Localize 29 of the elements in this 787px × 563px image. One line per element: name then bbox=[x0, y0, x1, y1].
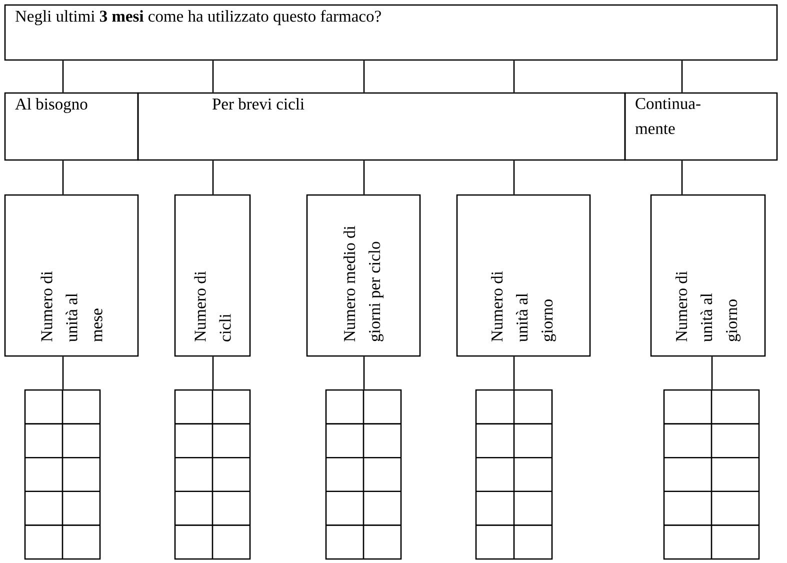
answer-grid bbox=[174, 389, 251, 560]
connector-line bbox=[212, 356, 214, 390]
answer-grid bbox=[325, 389, 402, 560]
answer-grid bbox=[475, 389, 553, 560]
connector-line bbox=[711, 356, 713, 390]
connector-line bbox=[62, 356, 64, 390]
connector-line bbox=[363, 356, 365, 390]
connector-line bbox=[681, 160, 683, 194]
connector-line bbox=[363, 160, 365, 194]
answer-grid bbox=[663, 389, 760, 560]
measure-box: Numero di unità al giorno bbox=[456, 194, 591, 357]
question-box: Negli ultimi 3 mesi come ha utilizzato questo farmaco? bbox=[4, 4, 778, 61]
answer-option-box: Per brevi cicli bbox=[137, 92, 626, 161]
measure-box: Numero di unità al giorno bbox=[650, 194, 766, 357]
connector-line bbox=[212, 160, 214, 194]
answer-option-box: Al bisogno bbox=[4, 92, 139, 161]
connector-line bbox=[513, 60, 515, 92]
connector-line bbox=[513, 356, 515, 390]
connector-line bbox=[62, 160, 64, 194]
measure-box: Numero di cicli bbox=[174, 194, 251, 357]
connector-line bbox=[363, 60, 365, 92]
connector-line bbox=[681, 60, 683, 92]
answer-option-box: Continua-mente bbox=[624, 92, 778, 161]
measure-box: Numero medio di giorni per ciclo bbox=[306, 194, 421, 357]
connector-line bbox=[513, 160, 515, 194]
connector-line bbox=[212, 60, 214, 92]
answer-grid bbox=[24, 389, 101, 560]
connector-line bbox=[62, 60, 64, 92]
measure-box: Numero di unità al mese bbox=[4, 194, 139, 357]
